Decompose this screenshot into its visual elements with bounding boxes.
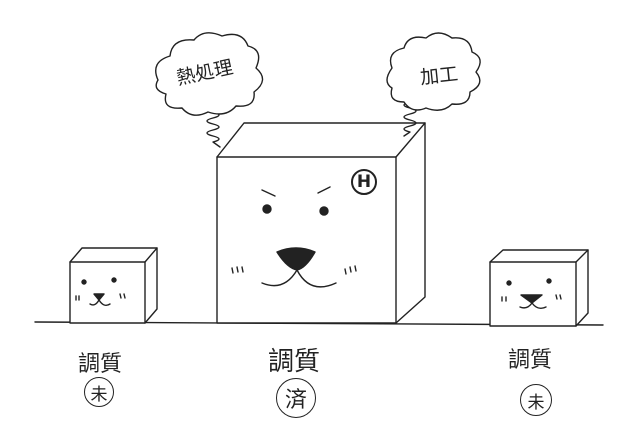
large-box-center: [216, 122, 426, 324]
label-center-word: 調質: [268, 347, 321, 377]
label-left-word: 調質: [78, 352, 123, 377]
label-right-mark: 未: [520, 384, 552, 416]
label-left-mark: 未: [84, 377, 114, 407]
h-badge: H: [352, 170, 376, 194]
label-center-mark-text: 済: [284, 388, 307, 413]
label-left-mark-text: 未: [90, 384, 108, 405]
small-box-right: [489, 249, 589, 327]
h-badge-circle: [351, 169, 377, 195]
h-badge-letter: H: [356, 172, 372, 192]
cloud-right: [386, 32, 481, 111]
label-center-mark: 済: [276, 378, 316, 418]
cloud-left: [155, 32, 264, 116]
label-right-mark-text: 未: [527, 392, 545, 413]
small-box-left: [69, 247, 158, 324]
cloud-right-text: 加工: [419, 63, 460, 89]
label-right-word: 調質: [508, 348, 553, 373]
